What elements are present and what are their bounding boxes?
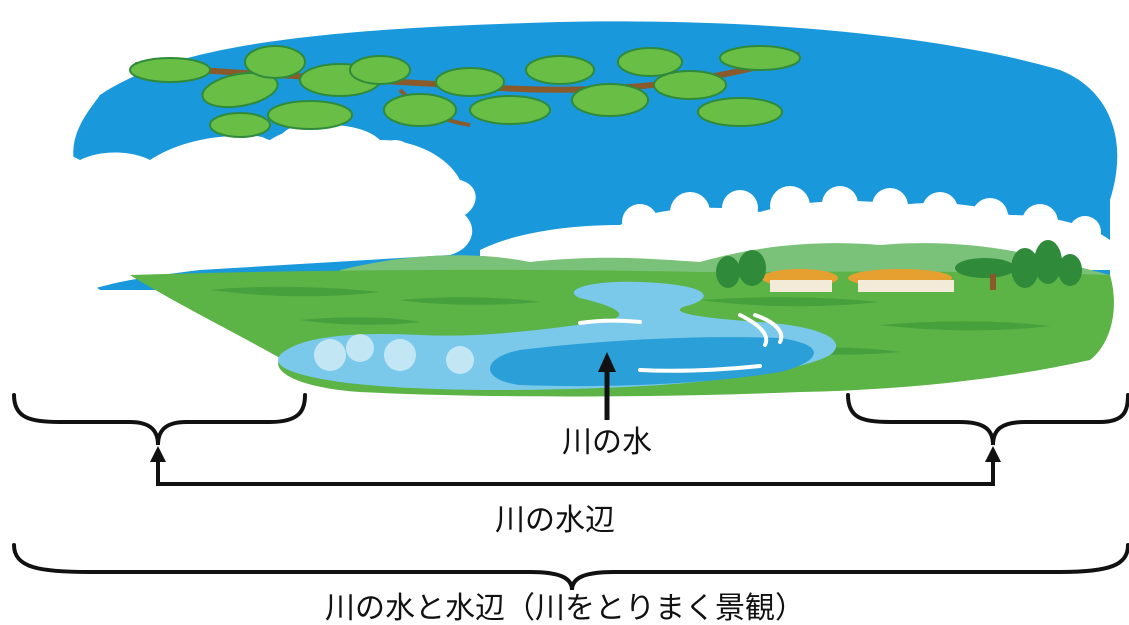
trees: [716, 240, 1082, 290]
leaves: [129, 45, 801, 138]
label-river-water: 川の水: [562, 425, 652, 460]
label-waterside: 川の水辺: [495, 503, 615, 538]
label-full-scope: 川の水と水辺（川をとりまく景観）: [325, 591, 805, 625]
arrow-right-head: [985, 446, 1001, 462]
grass-texture: [210, 286, 1050, 355]
cloud-puffs: [82, 126, 468, 252]
brace-right: [846, 393, 1129, 446]
cloud-left: [0, 125, 476, 300]
arrow-river-water-head: [598, 352, 616, 372]
river-deep: [490, 337, 814, 387]
brace-bottom: [12, 543, 1129, 591]
arrow-left-head: [150, 446, 166, 462]
houses: [762, 269, 954, 292]
river-ripples: [578, 313, 784, 373]
river-reflection-clouds: [314, 334, 474, 374]
brace-left: [12, 393, 307, 446]
